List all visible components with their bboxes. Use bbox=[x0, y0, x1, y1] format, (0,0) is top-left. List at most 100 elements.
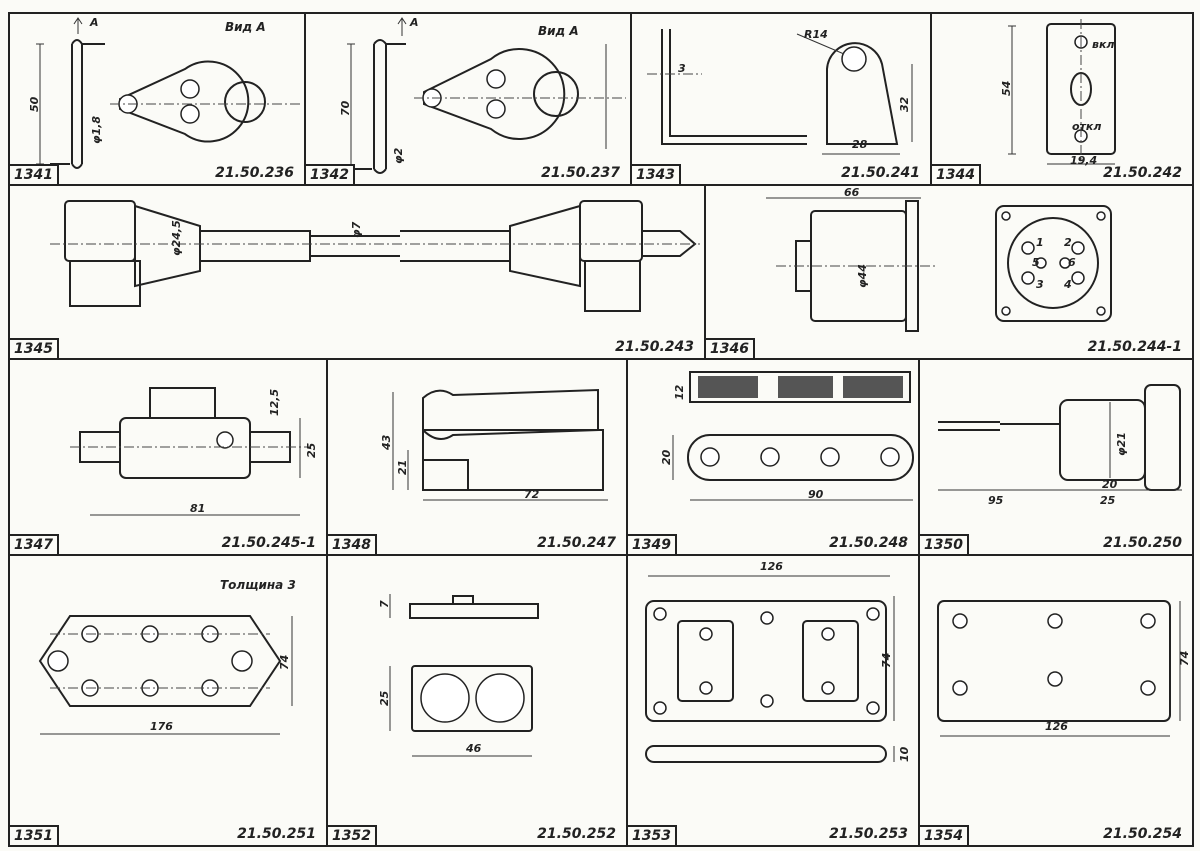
dim-width-3: 25 bbox=[1100, 494, 1116, 507]
dim-height: 74 bbox=[278, 654, 291, 670]
part-number: 1343 bbox=[632, 164, 681, 184]
part-code: 21.50.250 bbox=[1103, 535, 1182, 551]
drawing-1354 bbox=[937, 600, 1181, 737]
part-code: 21.50.243 bbox=[615, 339, 694, 355]
pin-label-4: 4 bbox=[1064, 278, 1072, 291]
drawing-1341 bbox=[36, 17, 300, 169]
part-number: 1353 bbox=[628, 825, 677, 845]
dim-diameter: φ1,8 bbox=[90, 115, 103, 144]
part-code: 21.50.248 bbox=[829, 535, 908, 551]
part-number: 1354 bbox=[920, 825, 969, 845]
part-number: 1341 bbox=[10, 164, 59, 184]
drawing-1343 bbox=[647, 29, 913, 155]
part-number: 1348 bbox=[328, 534, 377, 554]
drawing-1345 bbox=[50, 200, 700, 312]
drawing-1351 bbox=[38, 615, 293, 735]
thickness-label: Толщина 3 bbox=[220, 578, 296, 592]
dim-width: 126 bbox=[760, 560, 783, 573]
part-number: 1344 bbox=[932, 164, 981, 184]
dim-diameter-2: φ7 bbox=[350, 221, 363, 238]
dim-width: 90 bbox=[808, 488, 824, 501]
cell-1352: 7 25 46 1352 21.50.252 bbox=[326, 554, 628, 847]
part-code: 21.50.247 bbox=[537, 535, 616, 551]
cell-1341: Вид А А 50 φ1,8 1341 21.50.236 bbox=[8, 12, 306, 186]
drawing-1350 bbox=[938, 384, 1182, 491]
dim-thickness: 3 bbox=[678, 62, 686, 75]
part-number: 1346 bbox=[706, 338, 755, 358]
off-label: откл bbox=[1072, 120, 1102, 133]
dim-width: 19,4 bbox=[1070, 154, 1098, 167]
cell-1342: Вид А А 70 φ2 1342 21.50.237 bbox=[304, 12, 632, 186]
part-code: 21.50.253 bbox=[829, 826, 908, 842]
part-code: 21.50.236 bbox=[215, 165, 294, 181]
cell-1354: 74 126 1354 21.50.254 bbox=[918, 554, 1194, 847]
part-code: 21.50.242 bbox=[1103, 165, 1182, 181]
dim-thickness: 7 bbox=[378, 600, 391, 608]
pin-label-5: 5 bbox=[1032, 256, 1040, 269]
pin-label-1: 1 bbox=[1036, 236, 1044, 249]
part-code: 21.50.245-1 bbox=[221, 535, 316, 551]
part-number: 1342 bbox=[306, 164, 355, 184]
part-number: 1350 bbox=[920, 534, 969, 554]
view-label: Вид А bbox=[225, 20, 266, 34]
part-code: 21.50.252 bbox=[537, 826, 616, 842]
drawing-1349 bbox=[672, 371, 914, 501]
drawing-1347 bbox=[70, 387, 310, 516]
drawing-1346 bbox=[766, 197, 1112, 332]
cell-1349: 12 20 90 1349 21.50.248 bbox=[626, 358, 920, 556]
part-number: 1349 bbox=[628, 534, 677, 554]
arrow-label: А bbox=[410, 16, 419, 29]
drawing-1353 bbox=[645, 575, 895, 763]
dim-thickness: 10 bbox=[898, 746, 911, 762]
cell-1346: 66 φ44 1 2 3 4 5 6 1346 21.50.244-1 bbox=[704, 184, 1194, 360]
dim-thickness: 12 bbox=[673, 384, 686, 400]
dim-height: 25 bbox=[378, 690, 391, 706]
dim-width: 66 bbox=[844, 186, 860, 199]
cell-1350: φ21 95 20 25 1350 21.50.250 bbox=[918, 358, 1194, 556]
part-code: 21.50.254 bbox=[1103, 826, 1182, 842]
dim-width: 126 bbox=[1045, 720, 1068, 733]
part-number: 1347 bbox=[10, 534, 59, 554]
dim-diameter: φ44 bbox=[856, 264, 869, 288]
part-number: 1345 bbox=[10, 338, 59, 358]
dim-height: 32 bbox=[898, 96, 911, 112]
dim-width: 46 bbox=[466, 742, 482, 755]
dim-diameter: φ21 bbox=[1115, 432, 1128, 456]
dim-height: 54 bbox=[1000, 80, 1013, 96]
view-label: Вид А bbox=[538, 24, 579, 38]
dim-width: 81 bbox=[190, 502, 206, 515]
dim-diameter: φ2 bbox=[392, 147, 405, 164]
cell-1343: R14 32 28 3 1343 21.50.241 bbox=[630, 12, 932, 186]
cell-1347: 12,5 25 81 1347 21.50.245-1 bbox=[8, 358, 328, 556]
dim-width: 28 bbox=[852, 138, 868, 151]
cell-1348: 43 21 72 1348 21.50.247 bbox=[326, 358, 628, 556]
cell-1344: вкл откл 54 19,4 1344 21.50.242 bbox=[930, 12, 1194, 186]
dim-height: 50 bbox=[28, 96, 41, 112]
drawing-1344 bbox=[1008, 19, 1116, 165]
pin-label-2: 2 bbox=[1064, 236, 1072, 249]
cell-1345: φ24,5 φ7 1345 21.50.243 bbox=[8, 184, 706, 360]
dim-radius: R14 bbox=[804, 28, 828, 41]
part-code: 21.50.237 bbox=[541, 165, 620, 181]
part-code: 21.50.251 bbox=[237, 826, 316, 842]
pin-label-6: 6 bbox=[1068, 256, 1076, 269]
dim-width-1: 95 bbox=[988, 494, 1004, 507]
dim-diameter-1: φ24,5 bbox=[170, 220, 183, 256]
arrow-label: А bbox=[90, 16, 99, 29]
dim-height: 74 bbox=[1178, 650, 1191, 666]
dim-height: 25 bbox=[305, 442, 318, 458]
drawing-1342 bbox=[347, 17, 626, 174]
dim-thickness: 12,5 bbox=[268, 388, 281, 416]
dim-height-2: 21 bbox=[396, 459, 409, 475]
part-code: 21.50.244-1 bbox=[1087, 339, 1182, 355]
drawing-1352 bbox=[389, 594, 539, 757]
on-label: вкл bbox=[1092, 38, 1115, 51]
dim-height: 74 bbox=[880, 652, 893, 668]
dim-height: 20 bbox=[660, 449, 673, 465]
dim-height: 70 bbox=[339, 100, 352, 116]
cell-1353: 126 74 10 1353 21.50.253 bbox=[626, 554, 920, 847]
drawing-1348 bbox=[392, 388, 608, 501]
cell-1351: Толщина 3 74 176 1351 21.50.251 bbox=[8, 554, 328, 847]
dim-width: 176 bbox=[150, 720, 173, 733]
